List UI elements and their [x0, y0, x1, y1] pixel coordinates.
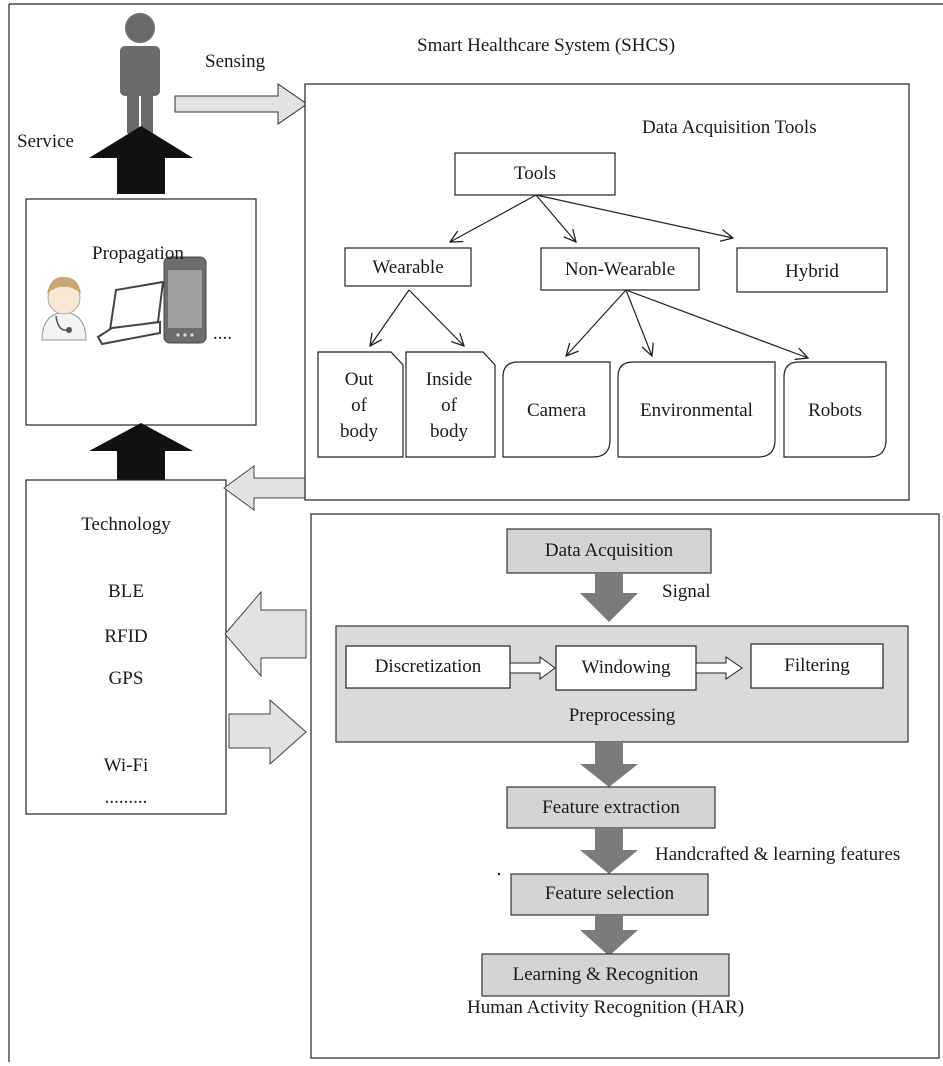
propagation-more: .... — [213, 323, 232, 344]
wearable-node — [344, 247, 472, 287]
technology-title: Technology — [81, 514, 171, 535]
edge-nonwearable-environmental — [625, 289, 652, 356]
camera-label: Camera — [526, 400, 587, 421]
out-of-body-node — [317, 351, 404, 458]
robots-node — [783, 361, 887, 458]
down-arrow-4 — [580, 915, 638, 956]
out-of-body-line-3: body — [340, 421, 378, 442]
service-label: Service — [17, 131, 74, 152]
non-wearable-label: Non-Wearable — [564, 259, 676, 280]
camera-node — [502, 361, 611, 458]
stray-dot — [497, 872, 501, 876]
inside-of-body-line-3: body — [430, 421, 468, 442]
windowing-to-filtering-arrow — [695, 656, 743, 680]
inside-of-body-line-2: of — [441, 395, 457, 416]
learning-recognition-node — [481, 953, 730, 997]
doctor-icon — [41, 276, 87, 341]
data-acquisition-tools-title: Data Acquisition Tools — [642, 117, 817, 138]
hybrid-node — [736, 247, 888, 293]
tools-label: Tools — [514, 163, 556, 184]
preprocessing-label: Preprocessing — [568, 705, 676, 726]
wearable-label: Wearable — [372, 257, 444, 278]
filtering-node — [750, 643, 884, 689]
non-wearable-node — [540, 247, 700, 291]
person-icon — [120, 13, 160, 134]
propagation-title: Propagation — [92, 243, 184, 264]
sensing-label: Sensing — [205, 51, 266, 72]
down-arrow-3 — [580, 828, 638, 874]
inside-of-body-node — [405, 351, 496, 458]
har-to-technology-arrow — [224, 590, 307, 678]
discretization-label: Discretization — [374, 656, 482, 677]
environmental-label: Environmental — [640, 400, 753, 421]
inside-of-body-line-1: Inside — [425, 369, 473, 390]
environmental-node — [617, 361, 776, 458]
out-of-body-line-1: Out — [344, 369, 374, 390]
windowing-label: Windowing — [581, 657, 671, 678]
har-caption: Human Activity Recognition (HAR) — [467, 997, 745, 1018]
robots-label: Robots — [808, 400, 862, 421]
feature-selection-label: Feature selection — [544, 883, 675, 904]
diagram-title: Smart Healthcare System (SHCS) — [417, 35, 676, 56]
discretization-node — [345, 645, 511, 689]
tools-to-technology-arrow — [223, 465, 306, 511]
edge-wearable-out — [370, 289, 410, 346]
technology-box — [25, 479, 227, 815]
feature-extraction-node — [506, 786, 716, 829]
edge-nonwearable-camera — [566, 289, 627, 356]
hybrid-label: Hybrid — [785, 261, 839, 282]
service-arrow — [89, 126, 193, 194]
edge-wearable-inside — [408, 289, 464, 346]
discretization-to-windowing-arrow — [509, 656, 556, 680]
feature-extraction-label: Feature extraction — [542, 797, 680, 818]
edge-tools-wearable — [450, 194, 537, 242]
edge-tools-hybrid — [535, 194, 733, 238]
out-of-body-line-2: of — [351, 395, 367, 416]
filtering-label: Filtering — [784, 655, 850, 676]
technology-item-gps: GPS — [108, 668, 144, 689]
phone-icon — [163, 256, 207, 344]
down-arrow-1 — [580, 573, 638, 622]
laptop-icon — [96, 280, 165, 346]
handcrafted-features-label: Handcrafted & learning features — [655, 844, 901, 865]
technology-item-more: ......... — [104, 787, 148, 808]
feature-selection-node — [510, 873, 709, 916]
learning-recognition-label: Learning & Recognition — [512, 964, 699, 985]
edge-nonwearable-robots — [625, 289, 808, 358]
data-acquisition-label: Data Acquisition — [544, 540, 674, 561]
edge-tools-nonwearable — [535, 194, 576, 242]
signal-label: Signal — [662, 581, 711, 602]
data-acquisition-node — [506, 528, 712, 574]
tech-to-propagation-arrow — [89, 423, 193, 480]
technology-to-har-arrow — [228, 698, 307, 766]
technology-item-wifi: Wi-Fi — [103, 755, 149, 776]
technology-item-rfid: RFID — [104, 626, 148, 647]
windowing-node — [555, 645, 697, 691]
sensing-arrow — [174, 83, 308, 125]
technology-item-ble: BLE — [108, 581, 144, 602]
down-arrow-2 — [580, 742, 638, 787]
